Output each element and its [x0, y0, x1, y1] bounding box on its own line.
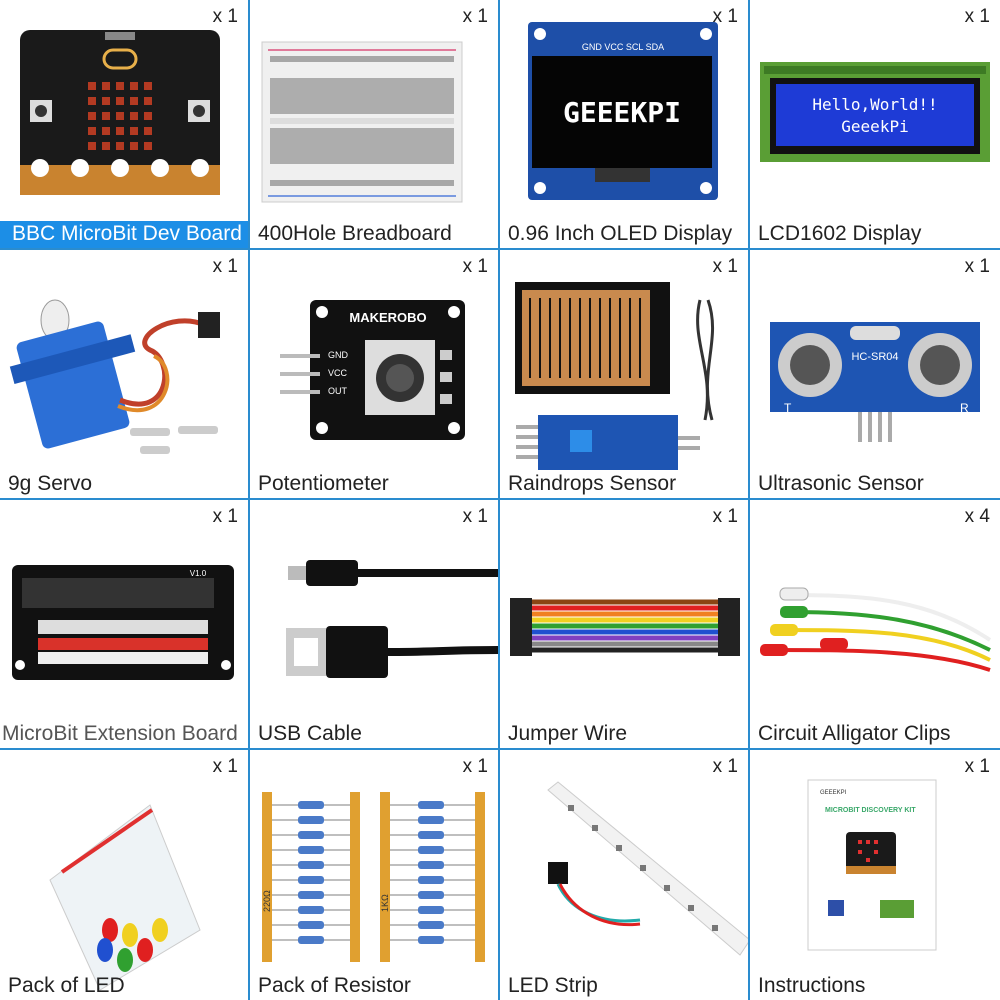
breadboard-icon: [261, 41, 463, 203]
item-led-strip: x 1 LED Strip: [500, 750, 750, 1000]
item-label: Pack of Resistor: [258, 974, 411, 997]
oled-screen-text: GEEEKPI: [563, 96, 681, 129]
resistor-pack-icon: 220Ω 1KΩ: [262, 792, 485, 962]
quantity: x 1: [964, 256, 990, 277]
item-jumper-wire: x 1 Jumper Wire: [500, 500, 750, 750]
extension-board-icon: V1.0: [12, 565, 234, 680]
booklet-brand: GEEEKPI: [820, 790, 847, 796]
item-label: BBC MicroBit Dev Board: [0, 221, 248, 248]
quantity: x 1: [212, 756, 238, 777]
item-label: LCD1602 Display: [758, 222, 922, 245]
item-label: 9g Servo: [8, 472, 93, 495]
item-alligator-clips: x 4 Circuit Alligator Clips: [750, 500, 1000, 750]
ultrasonic-label-r: R: [960, 401, 969, 415]
item-raindrop-sensor: x 1 Raindrops Sensor: [500, 250, 750, 500]
raindrop-sensor-icon: [515, 282, 715, 470]
item-extension-board: V1.0 x 1 MicroBit Extension Board: [0, 500, 250, 750]
quantity: x 1: [212, 256, 238, 277]
quantity: x 1: [462, 6, 488, 27]
lcd-line-1: Hello,World!!: [812, 95, 937, 114]
resistor-strip-label-2: 1KΩ: [380, 894, 390, 912]
item-label: Ultrasonic Sensor: [758, 472, 924, 495]
item-label: MicroBit Extension Board: [2, 722, 238, 745]
extension-version: V1.0: [190, 569, 207, 578]
resistor-strip-label-1: 220Ω: [262, 890, 272, 912]
ultrasonic-sensor-icon: HC-SR04 T R: [770, 322, 980, 442]
quantity: x 1: [712, 756, 738, 777]
quantity: x 1: [462, 756, 488, 777]
item-label: Circuit Alligator Clips: [758, 722, 951, 745]
item-label: USB Cable: [258, 722, 362, 745]
item-label: Potentiometer: [258, 472, 389, 495]
jumper-wire-icon: [510, 598, 740, 656]
quantity: x 1: [712, 6, 738, 27]
item-potentiometer: MAKEROBO GND VCC OUT x 1 Potentiometer: [250, 250, 500, 500]
quantity: x 1: [712, 256, 738, 277]
quantity: x 1: [212, 506, 238, 527]
item-label: Raindrops Sensor: [508, 472, 677, 495]
usb-cable-icon: [286, 560, 498, 678]
item-lcd-display: Hello,World!! GeeekPi x 1 LCD1602 Displa…: [750, 0, 1000, 250]
microbit-board-icon: [20, 30, 220, 195]
item-microbit: x 1 BBC MicroBit Dev Board: [0, 0, 250, 250]
item-servo: x 1 9g Servo: [0, 250, 250, 500]
lcd-display-icon: Hello,World!! GeeekPi: [760, 62, 990, 162]
item-resistor-pack: 220Ω 1KΩ x 1 Pack of Resistor: [250, 750, 500, 1000]
item-label: 400Hole Breadboard: [258, 222, 452, 245]
led-strip-icon: [547, 781, 748, 956]
potentiometer-brand: MAKEROBO: [349, 310, 426, 325]
quantity: x 1: [964, 756, 990, 777]
item-usb-cable: x 1 USB Cable: [250, 500, 500, 750]
item-led-pack: x 1 Pack of LED: [0, 750, 250, 1000]
lcd-line-2: GeeekPi: [841, 117, 908, 136]
item-oled-display: GND VCC SCL SDA GEEEKPI x 1 0.96 Inch OL…: [500, 0, 750, 250]
item-label: LED Strip: [508, 974, 598, 997]
quantity: x 1: [212, 6, 238, 27]
item-label: Instructions: [758, 974, 866, 997]
servo-icon: [9, 299, 220, 454]
oled-pin-labels: GND VCC SCL SDA: [582, 42, 664, 52]
item-label: Jumper Wire: [508, 722, 628, 745]
quantity: x 4: [964, 506, 990, 527]
oled-display-icon: GND VCC SCL SDA GEEEKPI: [528, 22, 718, 200]
item-ultrasonic-sensor: HC-SR04 T R x 1 Ultrasonic Sensor: [750, 250, 1000, 500]
alligator-clips-icon: [760, 587, 992, 672]
item-label: Pack of LED: [8, 974, 125, 997]
quantity: x 1: [964, 6, 990, 27]
pin-label-3: OUT: [328, 386, 348, 396]
quantity: x 1: [462, 506, 488, 527]
ultrasonic-model: HC-SR04: [851, 351, 898, 363]
quantity: x 1: [462, 256, 488, 277]
potentiometer-icon: MAKEROBO GND VCC OUT: [280, 300, 465, 440]
pin-label-1: GND: [328, 350, 349, 360]
ultrasonic-label-t: T: [784, 401, 792, 415]
instructions-booklet-icon: GEEEKPI MICROBIT DISCOVERY KIT: [807, 779, 937, 951]
led-pack-icon: [49, 804, 201, 991]
item-breadboard: x 1 400Hole Breadboard: [250, 0, 500, 250]
item-instructions: GEEEKPI MICROBIT DISCOVERY KIT x 1 Instr…: [750, 750, 1000, 1000]
booklet-title: MICROBIT DISCOVERY KIT: [825, 807, 916, 814]
item-label: 0.96 Inch OLED Display: [508, 222, 733, 245]
quantity: x 1: [712, 506, 738, 527]
pin-label-2: VCC: [328, 368, 348, 378]
